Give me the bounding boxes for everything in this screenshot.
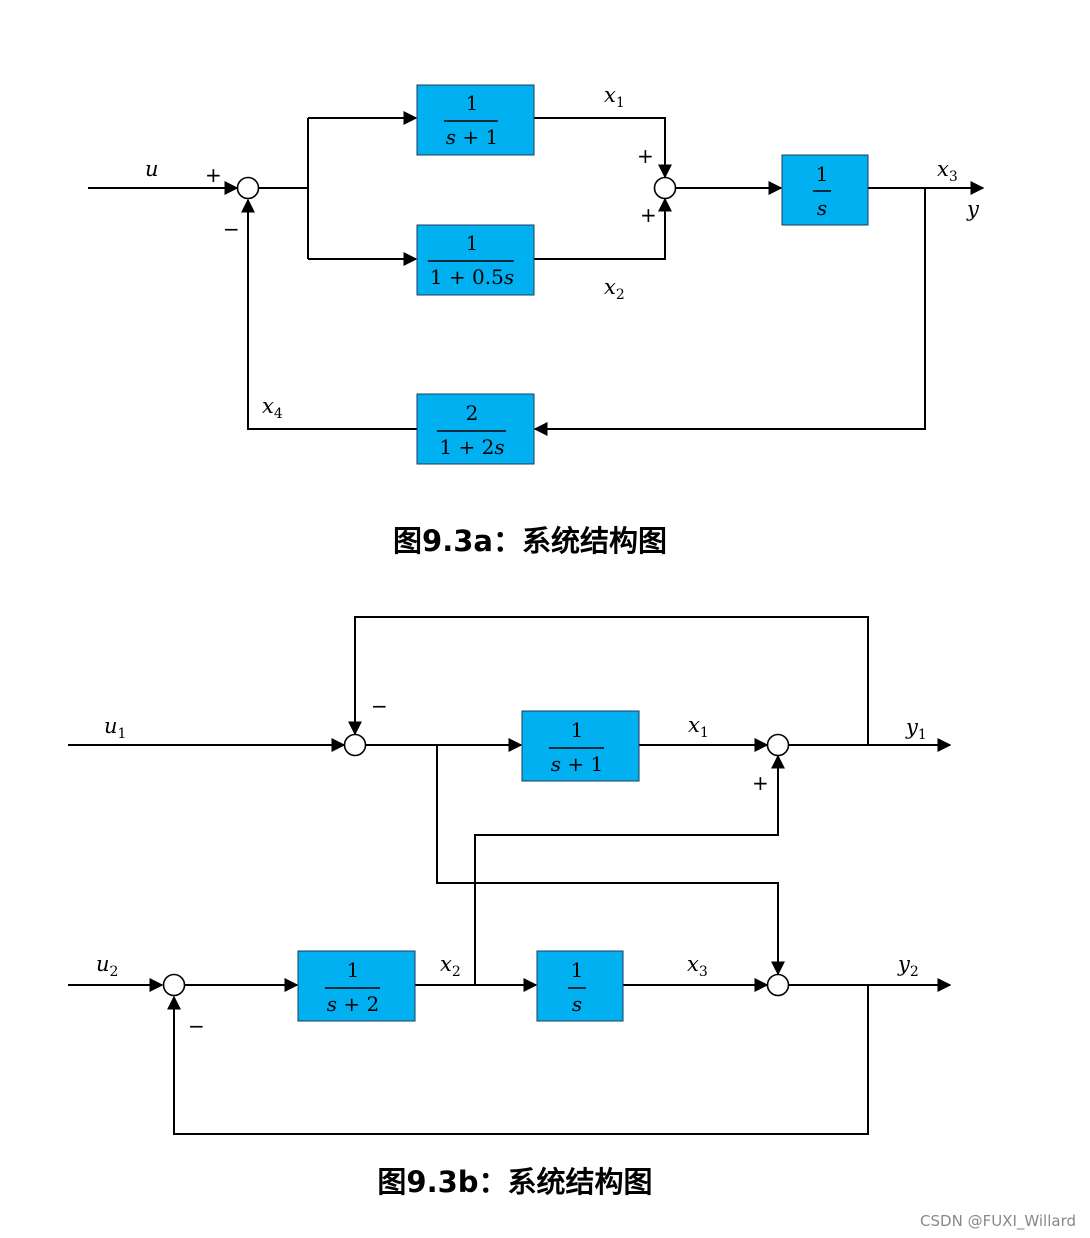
wire-x4-feedback xyxy=(241,198,417,430)
sign-minus: − xyxy=(371,694,388,718)
block-denominator: s + 1 xyxy=(551,752,603,776)
label-u: u xyxy=(145,157,159,181)
summing-junction-top-right xyxy=(766,733,790,757)
sign-plus: + xyxy=(205,163,222,187)
label-u1: u1 xyxy=(104,714,126,742)
block-denominator: s xyxy=(817,196,827,220)
block-numerator: 1 xyxy=(466,231,479,255)
block-denominator: 1 + 2s xyxy=(439,435,504,459)
sign-minus: − xyxy=(188,1014,205,1038)
label-x1: x1 xyxy=(604,83,625,111)
block-denominator: s + 1 xyxy=(446,125,498,149)
block-1-over-1-plus-05s: 1 1 + 0.5s xyxy=(416,224,535,296)
label-x3: x3 xyxy=(687,952,708,980)
watermark: CSDN @FUXI_Willard xyxy=(920,1212,1076,1231)
block-1-over-s-plus-1: 1 s + 1 xyxy=(416,84,535,156)
sign-plus: + xyxy=(752,771,769,795)
summing-junction-top-left xyxy=(343,733,367,757)
block-numerator: 1 xyxy=(571,958,584,982)
label-y1: y1 xyxy=(905,715,927,743)
label-u2: u2 xyxy=(96,952,118,980)
block-numerator: 1 xyxy=(816,162,829,186)
sign-plus: + xyxy=(637,144,654,168)
wire-x1 xyxy=(534,117,672,179)
wire-feedback-y2 xyxy=(167,985,869,1135)
block-numerator: 1 xyxy=(347,958,360,982)
wire-x2 xyxy=(534,197,672,260)
block-denominator: s + 2 xyxy=(327,992,379,1016)
block-numerator: 1 xyxy=(466,91,479,115)
wire-cross-to-sum-bottom xyxy=(436,745,785,976)
sign-plus: + xyxy=(640,203,657,227)
block-2-over-1-plus-2s: 2 1 + 2s xyxy=(416,393,535,465)
label-x3: x3 xyxy=(937,157,958,185)
wire-x2-to-sum-top xyxy=(474,754,785,985)
label-y: y xyxy=(966,197,980,221)
block-1-over-s: 1 s xyxy=(781,154,869,226)
block-1-over-s-plus-1: 1 s + 1 xyxy=(521,710,640,782)
summing-junction-2 xyxy=(653,176,677,200)
block-numerator: 1 xyxy=(571,718,584,742)
block-1-over-s: 1 s xyxy=(536,950,624,1022)
sign-minus: − xyxy=(223,217,240,241)
figure-b: 1 s + 1 1 s + 2 1 s u1 x1 y1 u2 x2 x3 y2… xyxy=(68,616,952,1199)
caption-fig-a: 图9.3a：系统结构图 xyxy=(393,524,667,558)
block-denominator: 1 + 0.5s xyxy=(430,265,514,289)
figure-a: 1 s + 1 1 1 + 0.5s 1 s 2 1 + 2s u x1 x2 … xyxy=(88,83,985,558)
label-x2: x2 xyxy=(604,275,625,303)
block-1-over-s-plus-2: 1 s + 2 xyxy=(297,950,416,1022)
block-numerator: 2 xyxy=(466,401,479,425)
block-denominator: s xyxy=(572,992,582,1016)
caption-fig-b: 图9.3b：系统结构图 xyxy=(377,1165,652,1199)
summing-junction-1 xyxy=(236,176,260,200)
label-x1: x1 xyxy=(688,713,709,741)
wire-feedback-to-b4 xyxy=(533,188,926,436)
summing-junction-bottom-right xyxy=(766,973,790,997)
label-y2: y2 xyxy=(897,952,919,980)
summing-junction-bottom-left xyxy=(162,973,186,997)
label-x4: x4 xyxy=(262,394,283,422)
label-x2: x2 xyxy=(440,952,461,980)
wire-feedback-y1 xyxy=(348,616,869,745)
